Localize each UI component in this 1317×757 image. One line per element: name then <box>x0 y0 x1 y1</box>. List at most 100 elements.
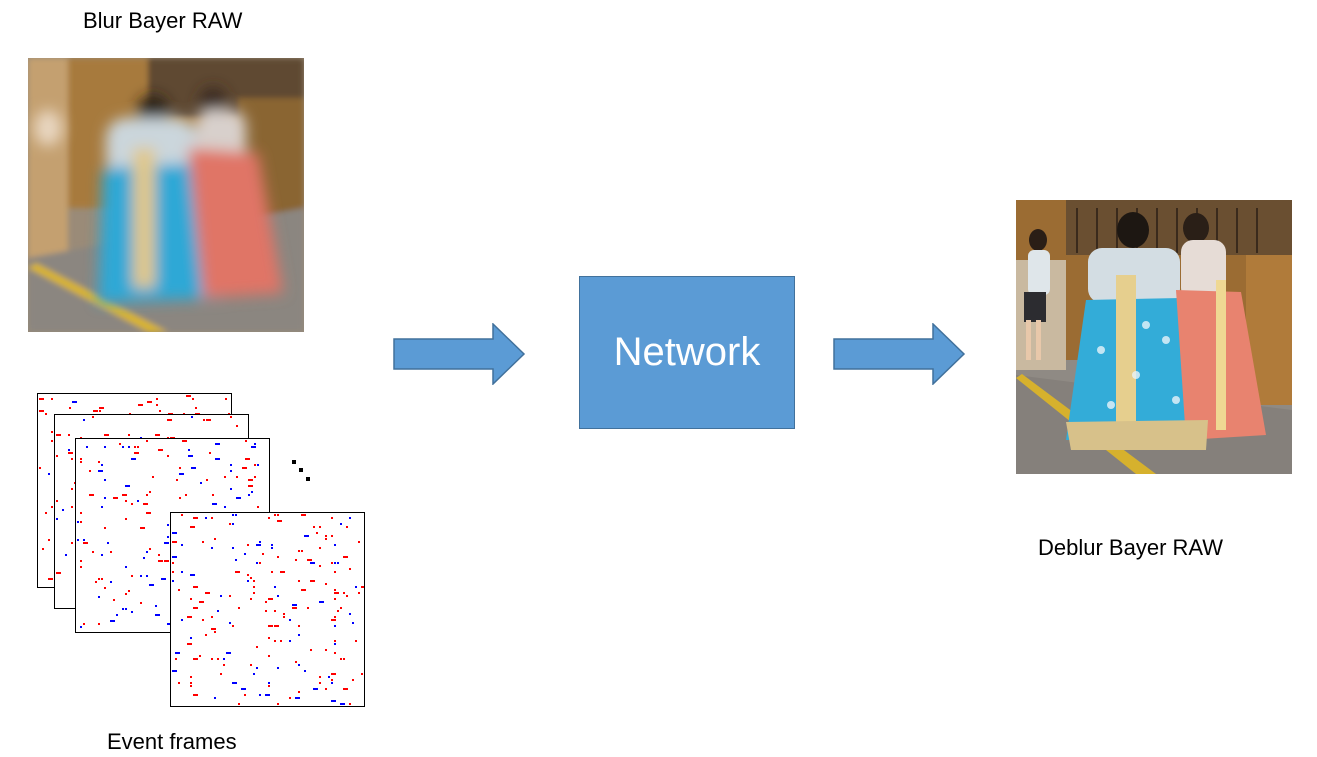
event-dot <box>254 464 256 466</box>
event-dot <box>235 571 240 573</box>
event-dot <box>215 443 220 445</box>
event-dot <box>48 473 50 475</box>
event-dot <box>316 532 318 534</box>
event-dot <box>205 517 207 519</box>
event-dot <box>230 464 232 466</box>
event-dot <box>199 655 201 657</box>
event-dot <box>179 473 184 475</box>
event-dot <box>158 560 163 562</box>
event-dot <box>349 703 351 705</box>
arrow-right-icon <box>833 323 966 385</box>
event-dot <box>337 610 339 612</box>
event-dot <box>93 410 98 412</box>
event-dot <box>200 482 202 484</box>
event-dot <box>253 673 255 675</box>
event-dot <box>149 584 154 586</box>
event-dot <box>128 446 130 448</box>
event-dot <box>277 703 279 705</box>
event-dot <box>244 694 246 696</box>
event-dot <box>331 679 333 681</box>
event-dot <box>355 640 357 642</box>
event-dot <box>340 523 342 525</box>
event-dot <box>334 643 336 645</box>
event-dot <box>158 449 163 451</box>
event-dot <box>254 476 256 478</box>
event-dot <box>86 446 88 448</box>
event-dot <box>187 643 192 645</box>
event-dot <box>155 614 160 616</box>
event-dot <box>289 619 291 621</box>
event-dot <box>236 476 238 478</box>
event-dot <box>104 587 106 589</box>
blur-raw-image <box>28 58 304 332</box>
event-dot <box>257 506 259 508</box>
event-dot <box>80 458 82 460</box>
event-dot <box>143 557 145 559</box>
deblur-raw-image <box>1016 200 1292 474</box>
event-dot <box>304 670 306 672</box>
event-dot <box>140 527 145 529</box>
event-dot <box>172 562 174 564</box>
event-dot <box>39 398 44 400</box>
event-dot <box>193 694 198 696</box>
event-dot <box>343 688 348 690</box>
event-dot <box>298 691 300 693</box>
event-dot <box>313 526 315 528</box>
network-block: Network <box>579 276 795 429</box>
event-dot <box>211 616 213 618</box>
event-dot <box>122 608 124 610</box>
event-dot <box>211 658 213 660</box>
event-dot <box>167 536 169 538</box>
event-dot <box>253 592 255 594</box>
event-dot <box>295 559 297 561</box>
event-dot <box>131 611 133 613</box>
event-dot <box>119 443 121 445</box>
event-dot <box>253 580 255 582</box>
event-dot <box>334 598 336 600</box>
event-dot <box>245 458 250 460</box>
event-dot <box>271 547 273 549</box>
event-dot <box>331 562 333 564</box>
event-dot <box>146 440 148 442</box>
event-dot <box>232 514 234 516</box>
event-dot <box>155 434 160 436</box>
event-dot <box>268 625 273 627</box>
event-dot <box>181 571 183 573</box>
event-dot <box>172 571 174 573</box>
event-dot <box>242 467 247 469</box>
event-dot <box>156 398 158 400</box>
event-dot <box>62 509 64 511</box>
event-dot <box>146 512 151 514</box>
event-dot <box>271 571 273 573</box>
event-dot <box>104 527 106 529</box>
event-dot <box>193 517 198 519</box>
event-dot <box>214 538 216 540</box>
event-dot <box>140 602 142 604</box>
event-dot <box>104 479 106 481</box>
event-dot <box>195 407 197 409</box>
event-dot <box>325 583 327 585</box>
event-dot <box>175 652 180 654</box>
event-dot <box>256 667 258 669</box>
event-dot <box>295 697 300 699</box>
event-dot <box>319 547 321 549</box>
event-dot <box>358 592 360 594</box>
event-dot <box>289 697 291 699</box>
event-dot <box>328 676 330 678</box>
event-dot <box>80 521 82 523</box>
event-dot <box>99 410 101 412</box>
event-dot <box>229 595 231 597</box>
event-dot <box>110 581 112 583</box>
event-dot <box>230 470 232 472</box>
event-dot <box>346 526 348 528</box>
event-dot <box>325 535 327 537</box>
event-dot <box>125 518 127 520</box>
event-dot <box>80 626 82 628</box>
event-dot <box>68 452 73 454</box>
event-dot <box>236 497 241 499</box>
event-dot <box>334 640 336 642</box>
event-dot <box>199 601 204 603</box>
event-dot <box>277 667 279 669</box>
event-dot <box>101 506 103 508</box>
event-dot <box>188 455 193 457</box>
